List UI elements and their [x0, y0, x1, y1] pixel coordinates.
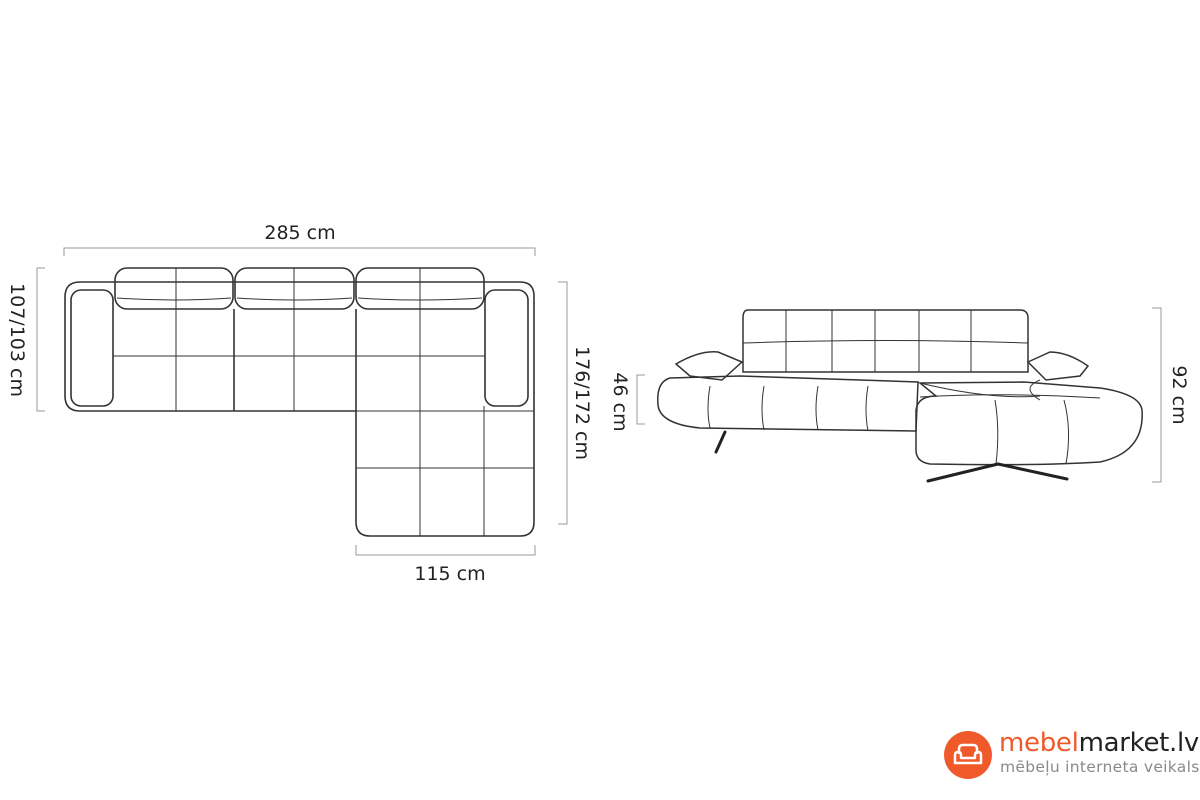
chaise-width-label: 115 cm: [414, 563, 485, 585]
brand-tagline: mēbeļu interneta veikals: [1000, 758, 1200, 776]
front-view-dimensions: [636, 307, 1162, 483]
chaise-length-label: 176/172 cm: [571, 346, 593, 460]
seat-height-label: 46 cm: [609, 372, 631, 431]
total-height-label: 92 cm: [1168, 365, 1190, 424]
top-view-drawing: [64, 267, 535, 537]
width-label: 285 cm: [264, 222, 335, 244]
brand-logo[interactable]: mebelmarket.lv mēbeļu interneta veikals: [944, 728, 1199, 781]
depth-label: 107/103 cm: [6, 283, 28, 397]
sofa-logo-icon: [944, 731, 992, 779]
top-view-dimensions: [36, 247, 568, 556]
front-view-drawing: [657, 309, 1143, 483]
brand-name: mebelmarket.lv: [999, 728, 1200, 758]
